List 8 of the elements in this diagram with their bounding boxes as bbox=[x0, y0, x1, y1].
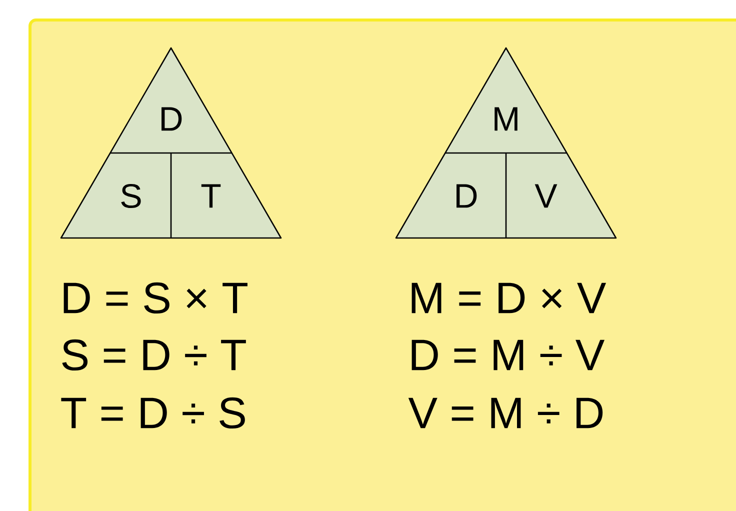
formula: D = S × T bbox=[64, 282, 248, 314]
formula: V = M ÷ D bbox=[408, 398, 603, 428]
formula: M = D × V bbox=[412, 282, 606, 314]
formula-triangle: M D V bbox=[395, 47, 617, 239]
formula: D = M ÷ V bbox=[412, 340, 604, 370]
formula-triangle: D S T bbox=[60, 47, 282, 239]
formula: S = D ÷ T bbox=[62, 339, 246, 371]
formula: T = D ÷ S bbox=[61, 397, 245, 429]
